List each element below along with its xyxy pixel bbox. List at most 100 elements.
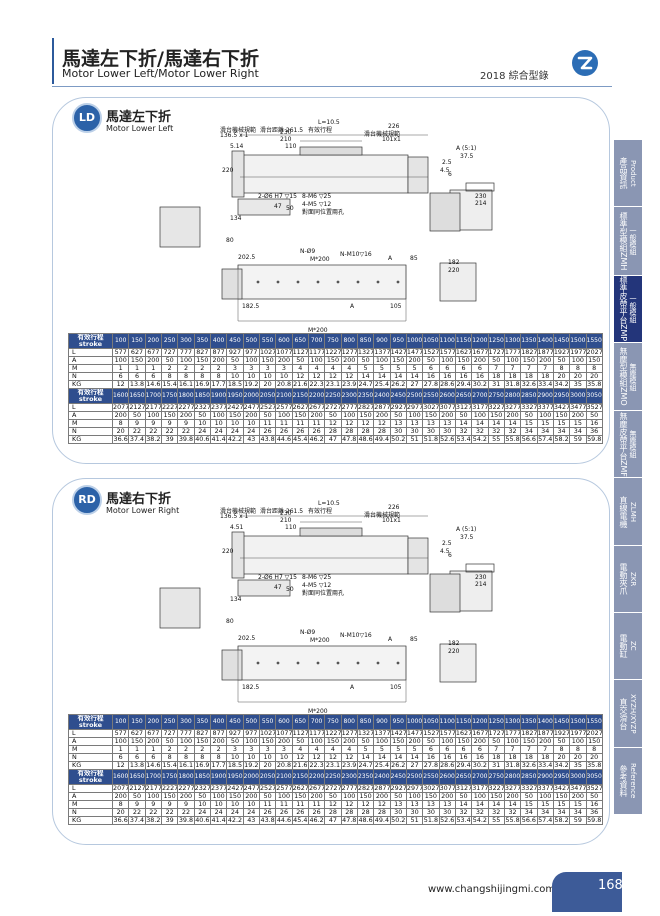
table-cell: 3527 xyxy=(585,403,603,412)
table-cell: 21.6 xyxy=(291,380,309,389)
table-cell: 2277 xyxy=(177,403,195,412)
sidebar-tab-sublabel: 一般模組 xyxy=(629,227,637,255)
table-cell: 3127 xyxy=(454,784,473,793)
stroke-value-cell: 1850 xyxy=(193,388,211,404)
label-226: 226 xyxy=(388,123,400,130)
table-cell: 14 xyxy=(356,372,375,381)
label-134: 134 xyxy=(230,215,242,222)
label-220b: 220 xyxy=(448,267,460,274)
table-cell: 22 xyxy=(177,808,195,817)
table-cell: 627 xyxy=(128,348,146,357)
stroke-value-cell: 200 xyxy=(144,714,162,730)
table-cell: 3077 xyxy=(438,403,456,412)
stroke-value-cell: 1250 xyxy=(487,333,505,349)
table-cell: 49.4 xyxy=(373,435,391,444)
section-rd-title: 馬達右下折 xyxy=(106,492,172,507)
table-cell: 16 xyxy=(438,753,456,762)
table-cell: 28 xyxy=(324,427,342,436)
stroke-value-cell: 2700 xyxy=(471,769,489,785)
table-cell: 16 xyxy=(585,800,603,809)
table-cell: 5 xyxy=(405,745,424,754)
table-cell: 50 xyxy=(324,792,342,801)
table-cell: 32 xyxy=(503,808,522,817)
table-cell: 34 xyxy=(536,808,554,817)
stroke-value-cell: 1450 xyxy=(552,333,571,349)
label-50: 50 xyxy=(286,586,294,593)
stroke-value-cell: 500 xyxy=(242,714,260,730)
table-cell: 150 xyxy=(324,356,342,365)
mount-hole xyxy=(316,661,320,665)
table-cell: 24 xyxy=(226,808,244,817)
section-rd-subtitle: Motor Lower Right xyxy=(106,506,180,515)
table-cell: 50 xyxy=(291,356,309,365)
table-cell: 3327 xyxy=(520,784,538,793)
stroke-value-cell: 1800 xyxy=(177,388,195,404)
table-cell: 3377 xyxy=(536,403,554,412)
page-subtitle: Motor Lower Left/Motor Lower Right xyxy=(62,67,259,80)
table-cell: 26 xyxy=(307,808,326,817)
footer-url[interactable]: www.changshijingmi.com xyxy=(428,884,556,895)
table-cell: 22 xyxy=(160,427,179,436)
table-cell: 12 xyxy=(291,372,309,381)
table-cell: 2877 xyxy=(373,784,391,793)
row-label: KG xyxy=(68,816,113,825)
table-cell: 8 xyxy=(569,745,587,754)
table-cell: 2377 xyxy=(209,403,228,412)
label-202-5: 202.5 xyxy=(238,254,256,261)
table-cell: 19.2 xyxy=(242,380,260,389)
sidebar-tab-sublabel: XYZH/XYZP xyxy=(629,693,637,734)
table-cell: 34 xyxy=(569,808,587,817)
header-rule xyxy=(52,86,612,87)
table-cell: 50 xyxy=(422,737,440,746)
table-cell: 34 xyxy=(552,808,571,817)
table-cell: 200 xyxy=(177,411,195,420)
table-cell: 49.4 xyxy=(373,816,391,825)
table-cell: 100 xyxy=(405,411,424,420)
table-cell: 57.4 xyxy=(536,435,554,444)
table-cell: 6 xyxy=(128,753,146,762)
table-cell: 1 xyxy=(111,364,130,373)
page-title: 馬達左下折/馬達右下折 xyxy=(62,48,259,70)
table-cell: 22 xyxy=(128,427,146,436)
row-label: KG xyxy=(68,761,113,770)
label-105: 105 xyxy=(390,684,402,691)
label-182: 182 xyxy=(448,259,460,266)
table-cell: 53.4 xyxy=(454,816,473,825)
table-cell: 200 xyxy=(242,792,260,801)
table-cell: 26 xyxy=(275,808,293,817)
mount-hole xyxy=(256,661,260,665)
table-cell: 30.2 xyxy=(471,761,489,770)
table-cell: 24 xyxy=(226,427,244,436)
module-side-view xyxy=(239,154,409,194)
table-cell: 200 xyxy=(307,792,326,801)
table-cell: 2 xyxy=(177,364,195,373)
table-cell: 28 xyxy=(356,808,375,817)
header-accent-bar xyxy=(52,38,54,84)
table-cell: 34 xyxy=(520,808,538,817)
table-cell: 18 xyxy=(487,753,505,762)
stroke-value-cell: 700 xyxy=(307,333,326,349)
label-a-bottom: A xyxy=(350,684,355,691)
stroke-value-cell: 350 xyxy=(193,714,211,730)
stroke-value-cell: 550 xyxy=(258,714,277,730)
stroke-value-cell: 2200 xyxy=(307,769,326,785)
table-cell: 10 xyxy=(242,753,260,762)
mount-hole xyxy=(276,280,280,284)
table-cell: 10 xyxy=(275,753,293,762)
table-cell: 26 xyxy=(258,427,277,436)
label-220b: 220 xyxy=(448,648,460,655)
end-cap xyxy=(407,537,429,575)
